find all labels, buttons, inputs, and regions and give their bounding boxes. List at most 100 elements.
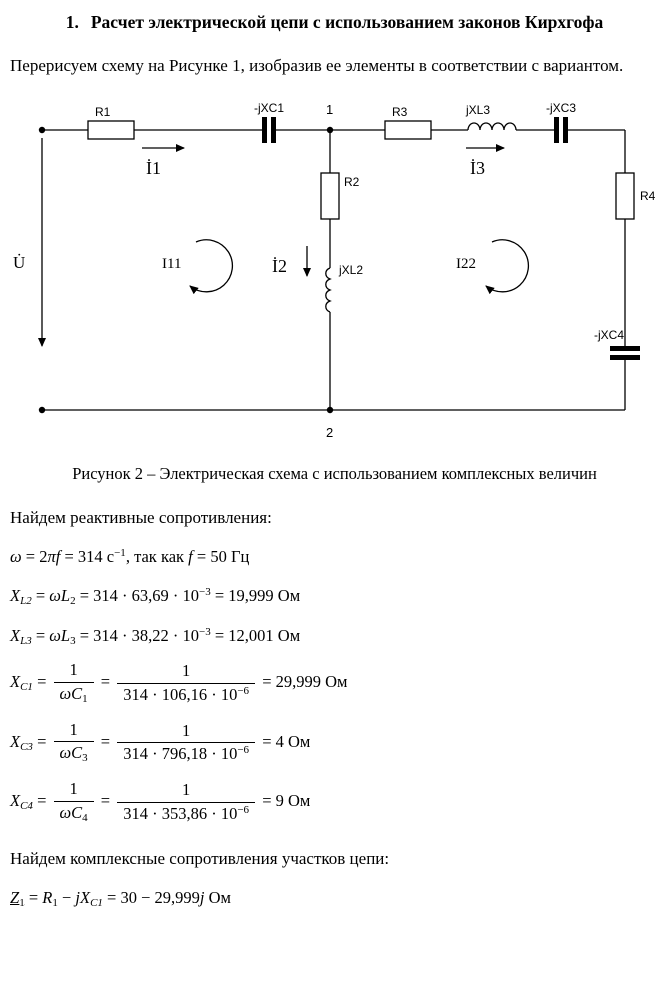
complex-heading: Найдем комплексные сопротивления участко… [10, 849, 390, 869]
math-token: = 12,001 Ом [210, 626, 301, 646]
math-token: X [10, 586, 21, 606]
label-c3: -jXC3 [546, 101, 576, 115]
formula-z1: Z1 = R1 − jXC1 = 30 − 29,999j Ом [10, 888, 659, 909]
math-token: = [32, 791, 51, 811]
math-token: Z [10, 888, 20, 908]
math-token: = [32, 672, 51, 692]
resistor-r4 [615, 172, 635, 220]
math-token: 1 [52, 897, 58, 910]
math-token: = 50 Гц [192, 547, 250, 567]
inductor-l2-coil [325, 267, 332, 313]
math-token: 1 [82, 692, 88, 705]
math-token: −3 [199, 586, 211, 599]
label-r2: R2 [344, 175, 360, 189]
math-token: Z1 [10, 888, 25, 910]
math-token: = 314 · 38,22 · 10 [75, 626, 200, 646]
capacitor-c4-plate [610, 346, 640, 352]
math-token: − [57, 888, 76, 908]
math-token: = [31, 626, 50, 646]
math-token: R [42, 888, 53, 908]
label-r3: R3 [392, 105, 408, 119]
node-2-dot [326, 407, 334, 414]
capacitor-c3-plate [554, 117, 559, 144]
math-token: X [10, 626, 21, 646]
math-token: X [10, 731, 21, 751]
math-token: f [188, 547, 193, 567]
math-token: = [31, 586, 50, 606]
math-token: = [32, 731, 51, 751]
label-l3: jXL3 [465, 103, 490, 117]
node-1-dot [326, 127, 334, 134]
math-token: = 314 · 63,69 · 10 [75, 586, 200, 606]
math-token: 4 [82, 811, 88, 824]
math-token: 1 [182, 720, 191, 740]
math-token: = [96, 672, 115, 692]
math-token: 1 [69, 779, 78, 799]
heading-number: 1. [65, 12, 79, 32]
circuit-diagram: R1 -jXC1 1 R3 jXL3 -jXC3 R4 -jXC4 R2 jXL… [13, 101, 656, 440]
math-token: 314 · 796,18 · 10−6 [117, 742, 256, 765]
capacitors [262, 117, 640, 361]
math-token: j [199, 888, 205, 908]
math-token: −6 [237, 803, 250, 816]
capacitor-c4-plate [610, 355, 640, 361]
label-mesh-i11: I11 [162, 256, 181, 272]
terminals [38, 127, 334, 414]
math-token: = 19,999 Ом [210, 586, 301, 606]
math-token: 1 [19, 897, 25, 910]
label-current-i2: İ2 [272, 256, 287, 276]
terminal-bottom-left [38, 407, 46, 414]
math-token: X [10, 672, 21, 692]
math-token: ωC [59, 683, 83, 703]
math-token: C3 [20, 740, 33, 753]
math-token: = [96, 791, 115, 811]
math-token: jX [75, 888, 91, 908]
heading-text: Расчет электрической цепи с использовани… [90, 12, 604, 32]
circuit-figure: R1 -jXC1 1 R3 jXL3 -jXC3 R4 -jXC4 R2 jXL… [10, 96, 659, 448]
resistor-r3 [384, 120, 432, 140]
capacitor-c3-plate [563, 117, 568, 144]
math-token: 1 [69, 719, 78, 739]
math-token: = 2 [21, 547, 48, 567]
math-token: −1 [114, 547, 126, 560]
reactive-heading: Найдем реактивные сопротивления: [10, 508, 272, 528]
label-c1: -jXC1 [254, 101, 284, 115]
math-token: C4 [20, 800, 33, 813]
intro-paragraph: Перерисуем схему на Рисунке 1, изобразив… [10, 56, 624, 75]
fraction: 1 ωC4 [53, 779, 94, 825]
math-token: πf [47, 547, 61, 567]
math-token: L3 [20, 635, 32, 648]
math-token: −6 [237, 744, 250, 757]
component-labels: R1 -jXC1 1 R3 jXL3 -jXC3 R4 -jXC4 R2 jXL… [95, 101, 656, 440]
capacitor-c1-plate [271, 117, 276, 144]
arrows [38, 138, 530, 348]
math-token: = 9 Ом [258, 791, 311, 811]
terminal-top-left [38, 127, 46, 134]
math-token: ωL [49, 586, 71, 606]
math-token: ω [10, 547, 22, 567]
math-token: Ом [204, 888, 231, 908]
formula-omega: ω = 2πf = 314 с−1, так как f = 50 Гц [10, 547, 659, 567]
label-r1: R1 [95, 105, 111, 119]
math-token: 314 · 353,86 · 10 [123, 803, 238, 823]
math-token: ωC1 [53, 681, 94, 707]
math-token: 314 · 106,16 · 10 [123, 685, 238, 705]
math-token: ωL [49, 626, 71, 646]
math-token: 314 · 353,86 · 10−6 [117, 801, 256, 825]
math-token: = 314 с [60, 547, 115, 567]
math-token: ωC3 [53, 741, 94, 766]
mesh-current-i22-arrow [485, 239, 530, 295]
math-token: 2 [70, 595, 76, 608]
label-mesh-i22: I22 [456, 256, 476, 272]
math-token: L2 [20, 595, 32, 608]
label-node-2: 2 [326, 425, 333, 440]
math-token: C1 [90, 897, 103, 910]
label-r4: R4 [640, 189, 656, 203]
label-voltage-u: U̇ [13, 253, 25, 272]
math-token: ωC [59, 802, 83, 822]
